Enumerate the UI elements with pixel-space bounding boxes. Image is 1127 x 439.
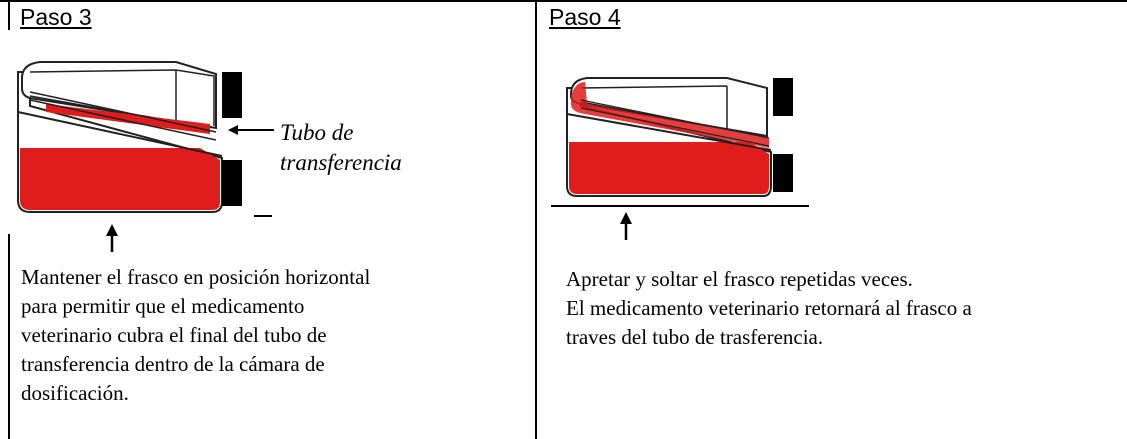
step-3-line-3: veterinario cubra el final del tubo de [21, 323, 327, 347]
step-4-title: Paso 4 [549, 4, 621, 30]
step-3-line-1: Mantener el frasco en posición horizonta… [21, 265, 371, 289]
step-4-chamber-wall [566, 113, 772, 151]
step-3-panel: Paso 3 Tubo de transferencia Manten [0, 0, 535, 439]
step-4-description: Apretar y soltar el frasco repetidas vec… [566, 265, 1111, 352]
step-3-line-4: transferencia dentro de la cámara de [21, 352, 325, 376]
step-4-line-3: traves del tubo de trasferencia. [566, 325, 824, 349]
step-3-chamber-liquid [20, 148, 220, 210]
step-3-upper-cap [222, 72, 242, 118]
table-top-border [0, 0, 1127, 2]
step-3-lower-cap [222, 160, 242, 206]
step-4-lower-cap [773, 154, 793, 192]
step-4-up-arrowhead [620, 212, 632, 224]
step-3-bottle-neck [175, 69, 215, 126]
tube-label-line-2: transferencia [280, 150, 402, 175]
step-4-line-2: El medicamento veterinario retornará al … [566, 296, 972, 320]
step-3-title: Paso 3 [20, 4, 92, 30]
step-3-description: Mantener el frasco en posición horizonta… [21, 263, 511, 408]
step-3-bottle-illustration [17, 61, 274, 252]
step-4-chamber-liquid [569, 142, 769, 194]
step-4-line-1: Apretar y soltar el frasco repetidas vec… [566, 267, 913, 291]
step-3-line-2: para permitir que el medicamento [21, 294, 305, 318]
step-3-transfer-tube [29, 91, 217, 141]
step-4-bottle-illustration [551, 77, 809, 240]
step-3-tube-arrowhead [228, 125, 238, 135]
step-4-transfer-tube [580, 99, 770, 147]
tube-label: Tubo de transferencia [280, 118, 402, 178]
tube-label-line-1: Tubo de [280, 120, 354, 145]
step-4-upper-cap [773, 78, 793, 116]
table-column-divider [535, 0, 537, 439]
step-4-tube-liquid [571, 82, 769, 148]
step-4-panel: Paso 4 Apretar y soltar el frasco repeti… [537, 0, 1127, 439]
table-left-border [8, 0, 10, 30]
step-3-upper-bottle [21, 61, 217, 130]
table-left-border-lower [8, 234, 10, 439]
step-3-chamber-wall [17, 111, 223, 157]
step-3-line-5: dosificación. [21, 381, 129, 405]
step-3-up-arrowhead [106, 224, 118, 236]
